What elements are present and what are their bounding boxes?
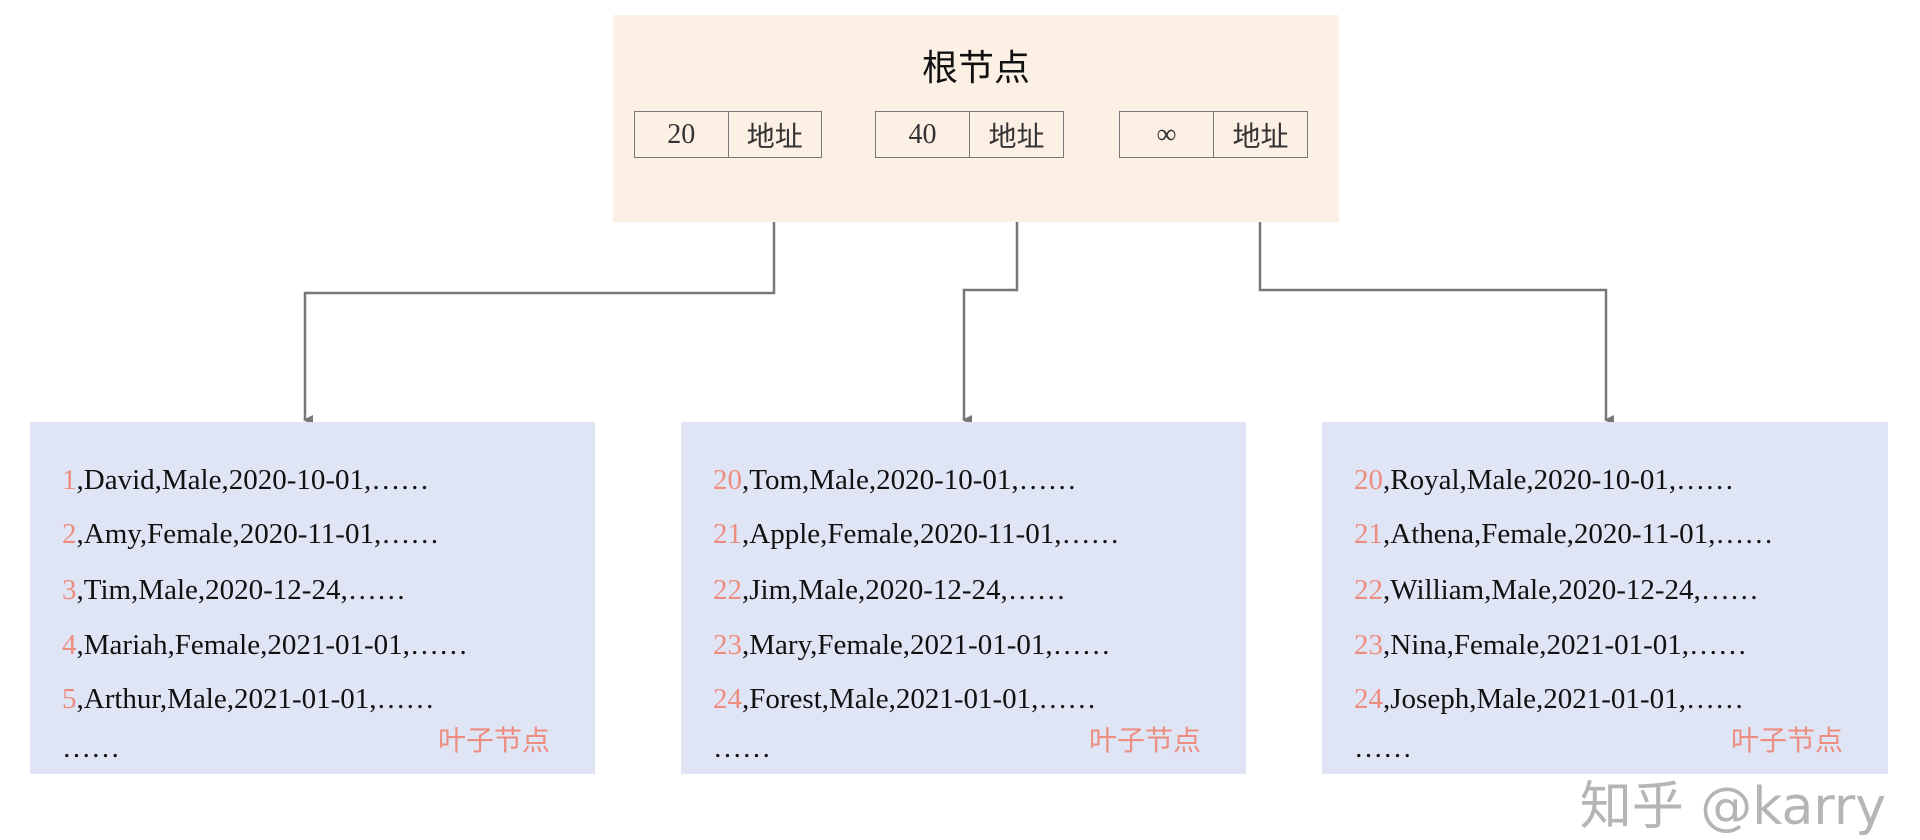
root-entry-3: ∞ 地址 [1119,111,1308,158]
leaf-record: 24,Joseph,Male,2021-01-01,…… [1354,685,1744,714]
leaf-node-label: 叶子节点 [1088,726,1201,757]
pointer-arrow-2 [962,158,1019,425]
record-fields: ,Tom,Male,2020-10-01,…… [742,464,1077,496]
leaf-record: 24,Forest,Male,2021-01-01,…… [713,685,1096,714]
record-key: 4 [62,629,77,661]
record-key: 3 [62,574,77,606]
leaf-node-2: 20,Tom,Male,2020-10-01,……21,Apple,Female… [681,422,1246,774]
record-key: 1 [62,464,77,496]
leaf-record: 20,Tom,Male,2020-10-01,…… [713,466,1077,495]
leaf-node-label: 叶子节点 [1730,726,1843,757]
record-key: 24 [713,683,742,715]
leaf-more: …… [713,732,771,764]
leaf-record: 23,Nina,Female,2021-01-01,…… [1354,631,1747,660]
record-fields: ,Mariah,Female,2021-01-01,…… [76,629,468,661]
leaf-record: 5,Arthur,Male,2021-01-01,…… [62,685,435,714]
leaf-record: 22,Jim,Male,2020-12-24,…… [713,576,1066,605]
record-key: 20 [1354,464,1383,496]
leaf-record: 21,Apple,Female,2020-11-01,…… [713,520,1119,549]
record-fields: ,William,Male,2020-12-24,…… [1383,574,1759,606]
leaf-record: 4,Mariah,Female,2021-01-01,…… [62,631,468,660]
record-key: 2 [62,518,77,550]
record-key: 5 [62,683,77,715]
entry-key: 20 [667,118,696,150]
record-key: 22 [1354,574,1383,606]
pointer-arrow-3 [1258,158,1614,425]
entry-pointer: 地址 [969,112,1063,157]
record-fields: ,Athena,Female,2020-11-01,…… [1383,518,1774,550]
leaf-record: 20,Royal,Male,2020-10-01,…… [1354,466,1734,495]
entry-key: 40 [908,118,937,150]
record-fields: ,Arthur,Male,2021-01-01,…… [76,683,435,715]
leaf-more: …… [1354,732,1412,764]
entry-key: ∞ [1156,118,1177,150]
root-node-title: 根节点 [921,48,1030,88]
entry-pointer: 地址 [727,112,822,157]
leaf-record: 2,Amy,Female,2020-11-01,…… [62,520,439,549]
root-entry-1: 20 地址 [634,111,822,158]
record-key: 22 [713,574,742,606]
pointer-arrow-1 [303,158,776,425]
leaf-record: 22,William,Male,2020-12-24,…… [1354,576,1759,605]
record-fields: ,Amy,Female,2020-11-01,…… [76,518,440,550]
leaf-node-label: 叶子节点 [437,726,550,757]
record-fields: ,Nina,Female,2021-01-01,…… [1383,629,1748,661]
record-fields: ,Tim,Male,2020-12-24,…… [76,574,406,606]
leaf-node-3: 20,Royal,Male,2020-10-01,……21,Athena,Fem… [1322,422,1888,774]
leaf-record: 23,Mary,Female,2021-01-01,…… [713,631,1111,660]
record-fields: ,Jim,Male,2020-12-24,…… [742,574,1066,606]
record-fields: ,David,Male,2020-10-01,…… [76,464,430,496]
record-fields: ,Mary,Female,2021-01-01,…… [742,629,1111,661]
record-fields: ,Apple,Female,2020-11-01,…… [742,518,1120,550]
record-key: 20 [713,464,742,496]
record-key: 21 [1354,518,1383,550]
leaf-record: 3,Tim,Male,2020-12-24,…… [62,576,406,605]
record-key: 21 [713,518,742,550]
entry-pointer: 地址 [1213,112,1307,157]
record-key: 23 [1354,629,1383,661]
leaf-record: 1,David,Male,2020-10-01,…… [62,466,429,495]
leaf-node-1: 1,David,Male,2020-10-01,…… 2,Amy,Female,2… [30,422,595,774]
record-fields: ,Royal,Male,2020-10-01,…… [1383,464,1735,496]
root-entry-2: 40 地址 [875,111,1064,158]
watermark: 知乎 @karry [1579,777,1886,837]
record-fields: ,Forest,Male,2021-01-01,…… [742,683,1097,715]
record-key: 24 [1354,683,1383,715]
leaf-record: 21,Athena,Female,2020-11-01,…… [1354,520,1773,549]
record-fields: ,Joseph,Male,2021-01-01,…… [1383,683,1744,715]
record-key: 23 [713,629,742,661]
leaf-more: …… [62,732,120,764]
